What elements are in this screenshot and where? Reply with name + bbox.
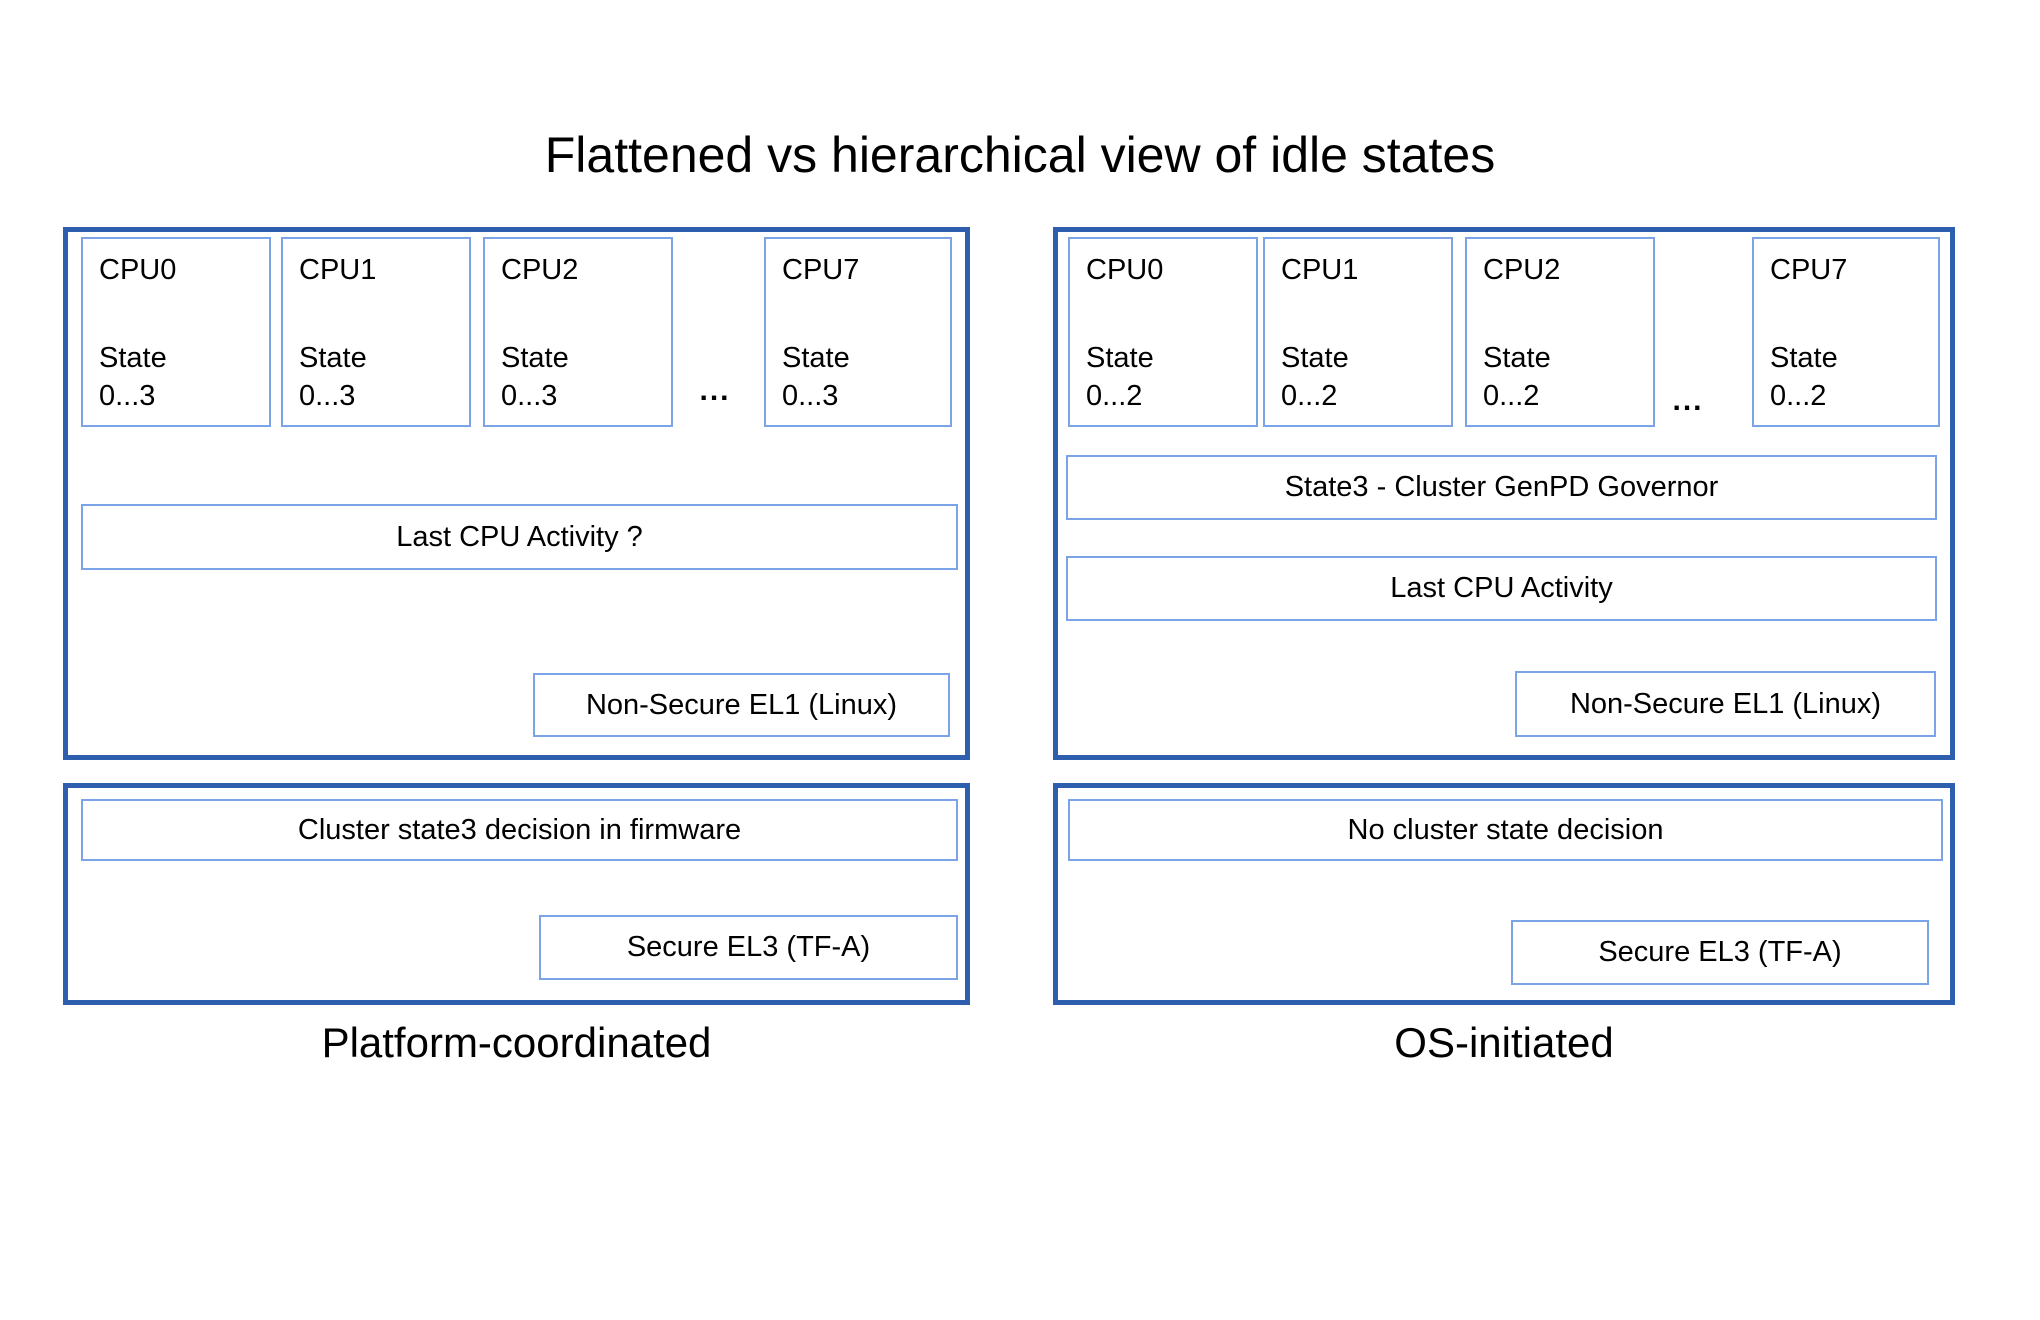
secure-el3-box: Secure EL3 (TF-A) bbox=[1511, 920, 1929, 985]
secure-el3-box: Secure EL3 (TF-A) bbox=[539, 915, 958, 980]
cpu-name: CPU2 bbox=[1483, 254, 1561, 286]
platform-coordinated-secure-panel: Cluster state3 decision in firmware Secu… bbox=[63, 783, 970, 1005]
cpu-state-range: 0...2 bbox=[1281, 380, 1338, 412]
cpu-name: CPU1 bbox=[299, 254, 377, 286]
cpu-state-label: State bbox=[99, 342, 167, 374]
cpu-box: CPU1 State 0...2 bbox=[1263, 237, 1453, 427]
cpu-name: CPU1 bbox=[1281, 254, 1359, 286]
cpu-state-range: 0...2 bbox=[1483, 380, 1540, 412]
cpu-state-range: 0...3 bbox=[299, 380, 356, 412]
non-secure-el1-box: Non-Secure EL1 (Linux) bbox=[1515, 671, 1936, 737]
cpu-state: State 0...3 bbox=[99, 339, 167, 415]
os-initiated-nonsecure-panel: CPU0 State 0...2 CPU1 State 0...2 CPU2 S… bbox=[1053, 227, 1955, 760]
cpu-name: CPU0 bbox=[1086, 254, 1164, 286]
cluster-genpd-governor-box: State3 - Cluster GenPD Governor bbox=[1066, 455, 1937, 520]
cpu-state-label: State bbox=[1281, 342, 1349, 374]
page-title: Flattened vs hierarchical view of idle s… bbox=[544, 127, 1496, 183]
cluster-decision-box: Cluster state3 decision in firmware bbox=[81, 799, 958, 861]
cpu-state-label: State bbox=[782, 342, 850, 374]
last-cpu-activity-box: Last CPU Activity ? bbox=[81, 504, 958, 570]
cpu-state: State 0...3 bbox=[299, 339, 367, 415]
cpu-state-label: State bbox=[1483, 342, 1551, 374]
cpu-state-range: 0...3 bbox=[99, 380, 156, 412]
cluster-decision-box: No cluster state decision bbox=[1068, 799, 1943, 861]
cpu-box: CPU7 State 0...3 bbox=[764, 237, 952, 427]
cpu-state: State 0...2 bbox=[1483, 339, 1551, 415]
cpu-box: CPU0 State 0...3 bbox=[81, 237, 271, 427]
cpu-box: CPU7 State 0...2 bbox=[1752, 237, 1940, 427]
cpu-box: CPU1 State 0...3 bbox=[281, 237, 471, 427]
cpu-state-range: 0...3 bbox=[501, 380, 558, 412]
platform-coordinated-nonsecure-panel: CPU0 State 0...3 CPU1 State 0...3 CPU2 S… bbox=[63, 227, 970, 760]
panel-label-os-initiated: OS-initiated bbox=[1394, 1019, 1614, 1066]
ellipsis-more-cpus: ... bbox=[699, 374, 731, 407]
cpu-state: State 0...2 bbox=[1281, 339, 1349, 415]
cpu-state-range: 0...2 bbox=[1086, 380, 1143, 412]
panel-label-platform-coordinated: Platform-coordinated bbox=[321, 1019, 712, 1066]
cpu-box: CPU2 State 0...2 bbox=[1465, 237, 1655, 427]
cpu-state: State 0...3 bbox=[501, 339, 569, 415]
cpu-name: CPU0 bbox=[99, 254, 177, 286]
cpu-name: CPU7 bbox=[1770, 254, 1848, 286]
cpu-state: State 0...3 bbox=[782, 339, 850, 415]
cpu-state: State 0...2 bbox=[1086, 339, 1154, 415]
cpu-state-label: State bbox=[299, 342, 367, 374]
cpu-state: State 0...2 bbox=[1770, 339, 1838, 415]
os-initiated-secure-panel: No cluster state decision Secure EL3 (TF… bbox=[1053, 783, 1955, 1005]
cpu-state-label: State bbox=[501, 342, 569, 374]
cpu-name: CPU7 bbox=[782, 254, 860, 286]
cpu-name: CPU2 bbox=[501, 254, 579, 286]
cpu-box: CPU0 State 0...2 bbox=[1068, 237, 1258, 427]
cpu-box: CPU2 State 0...3 bbox=[483, 237, 673, 427]
ellipsis-more-cpus: ... bbox=[1672, 384, 1704, 417]
cpu-state-range: 0...3 bbox=[782, 380, 839, 412]
non-secure-el1-box: Non-Secure EL1 (Linux) bbox=[533, 673, 950, 737]
cpu-state-label: State bbox=[1086, 342, 1154, 374]
cpu-state-range: 0...2 bbox=[1770, 380, 1827, 412]
cpu-state-label: State bbox=[1770, 342, 1838, 374]
last-cpu-activity-box: Last CPU Activity bbox=[1066, 556, 1937, 621]
